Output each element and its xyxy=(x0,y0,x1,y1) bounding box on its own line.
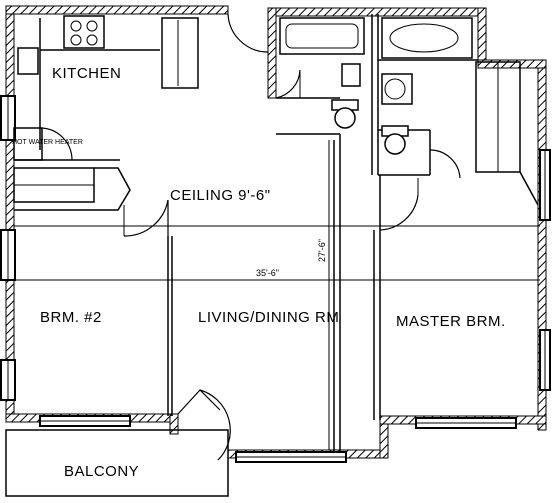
bedroom-2-label: BRM. #2 xyxy=(40,309,102,326)
dimension-width-label: 35'-6" xyxy=(256,268,279,278)
dimension-depth-label: 27'-6" xyxy=(317,239,327,262)
master-bedroom-label: MASTER BRM. xyxy=(396,313,506,330)
ceiling-height-label: CEILING 9'-6" xyxy=(170,187,271,204)
living-dining-label: LIVING/DINING RM xyxy=(198,309,339,326)
balcony-label: BALCONY xyxy=(64,463,139,480)
water-heater-label: HOT WATER HEATER xyxy=(12,139,83,146)
windows xyxy=(0,95,551,463)
kitchen-label: KITCHEN xyxy=(52,65,121,82)
bath-fixtures xyxy=(279,17,473,155)
interior-walls xyxy=(5,13,540,497)
